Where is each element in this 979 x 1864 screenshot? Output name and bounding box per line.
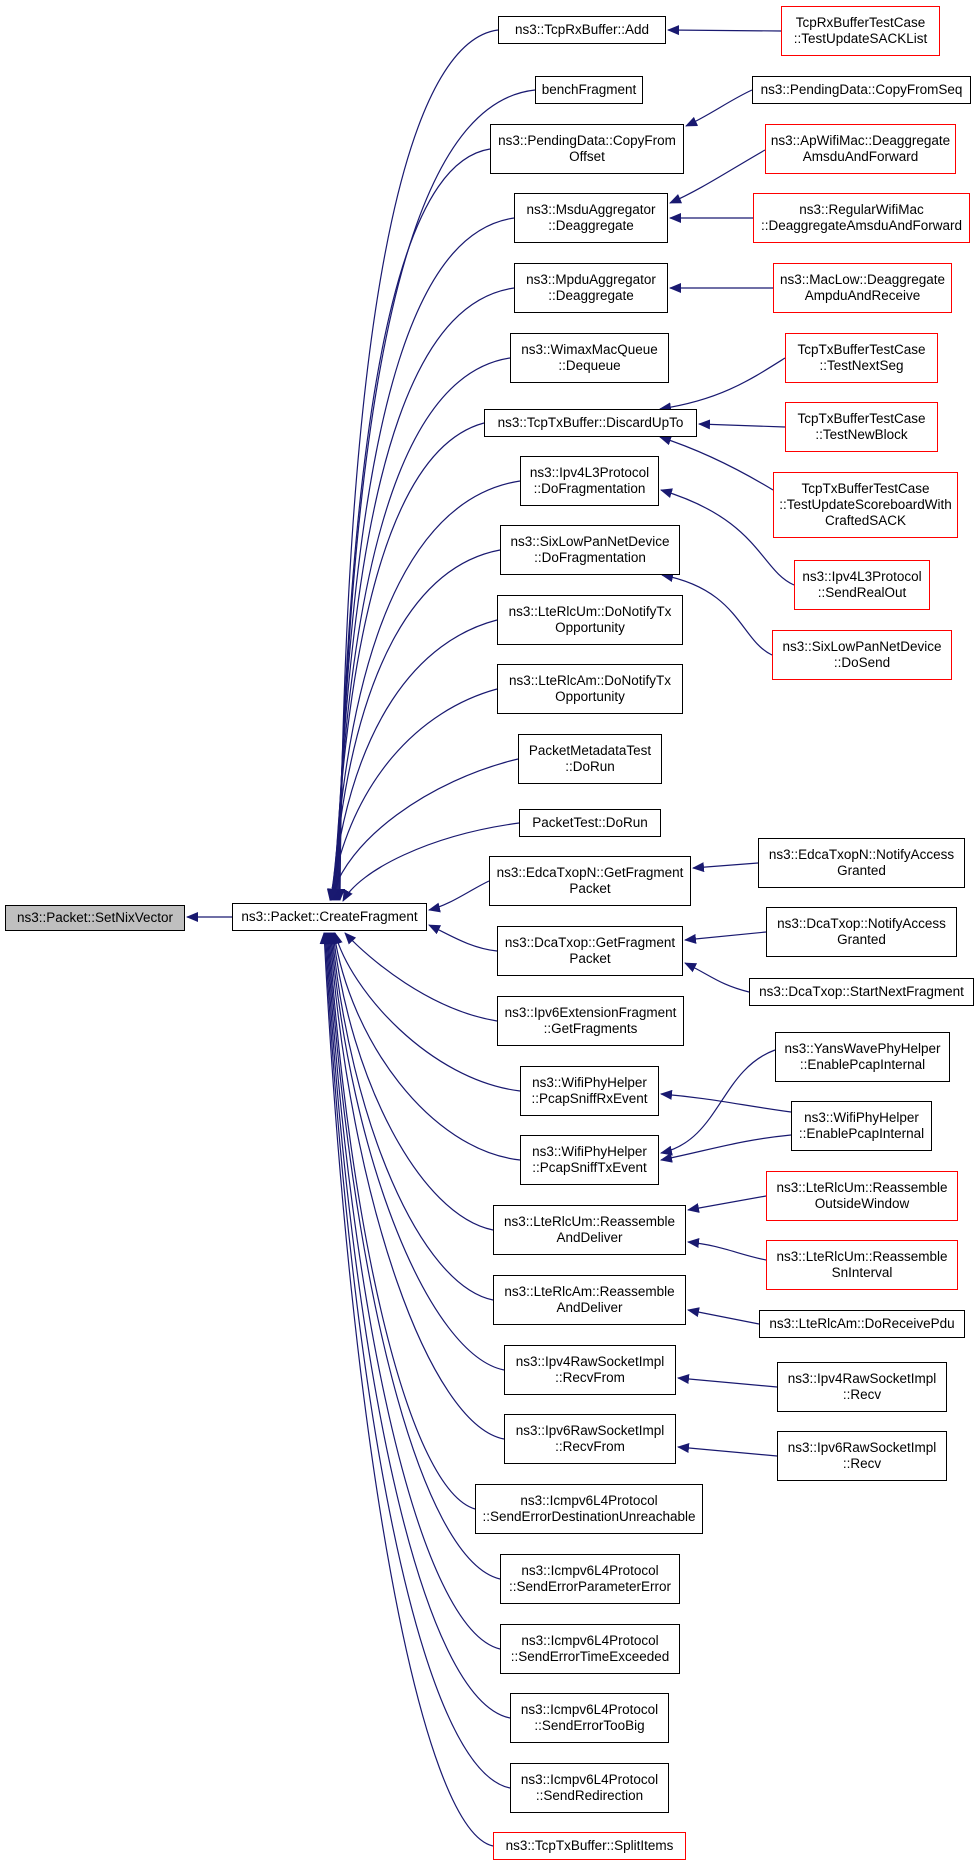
edge-icmptb-to-create (321, 932, 511, 1719)
node-ipv6rawsocketimpl-recv[interactable]: ns3::Ipv6RawSocketImpl ::Recv (777, 1431, 947, 1481)
edge-newblock-to-discard (698, 419, 786, 430)
node-tcptxbuffertestcase-testnextseg[interactable]: TcpTxBufferTestCase ::TestNextSeg (785, 333, 938, 383)
edge-receivepdu-to-amreass (687, 1307, 760, 1325)
edge-pdcfo-to-create (333, 148, 491, 901)
node-icmpv6l4protocol-senderrortimeexceeded[interactable]: ns3::Icmpv6L4Protocol ::SendErrorTimeExc… (500, 1624, 680, 1674)
node-lterlcum-reassemblesninterval[interactable]: ns3::LteRlcUm::Reassemble SnInterval (766, 1240, 958, 1290)
node-dcatxop-getfragmentpacket[interactable]: ns3::DcaTxop::GetFragment Packet (497, 926, 683, 976)
node-pendingdata-copyfromseq[interactable]: ns3::PendingData::CopyFromSeq (752, 76, 971, 104)
edge-ipv4raw-to-create (326, 932, 505, 1371)
edge-wifien-to-wifirx (660, 1089, 792, 1113)
node-pendingdata-copyfromoffset[interactable]: ns3::PendingData::CopyFrom Offset (490, 124, 684, 174)
node-lterlcam-doreceivepdu[interactable]: ns3::LteRlcAm::DoReceivePdu (759, 1310, 965, 1338)
edge-rlcum-to-create (327, 619, 498, 901)
node-sixlowpannetdevice-dosend[interactable]: ns3::SixLowPanNetDevice ::DoSend (772, 630, 952, 680)
edge-icmpdu-to-create (324, 932, 476, 1510)
node-lterlcam-reassembleanddeliver[interactable]: ns3::LteRlcAm::Reassemble AndDeliver (493, 1275, 686, 1325)
node-dcatxop-startnextfragment[interactable]: ns3::DcaTxop::StartNextFragment (749, 978, 974, 1006)
edge-icmppe-to-create (323, 932, 501, 1580)
node-edcatxopn-getfragmentpacket[interactable]: ns3::EdcaTxopN::GetFragment Packet (489, 856, 691, 906)
node-wifiphyhelper-enablepcapinternal[interactable]: ns3::WifiPhyHelper ::EnablePcapInternal (791, 1101, 932, 1151)
node-wifiphyhelper-pcapsnifftxevent[interactable]: ns3::WifiPhyHelper ::PcapSniffTxEvent (520, 1135, 659, 1185)
edge-rlcam-to-create (326, 688, 498, 901)
node-tcprxbuffer-add[interactable]: ns3::TcpRxBuffer::Add (498, 16, 666, 44)
node-createfragment[interactable]: ns3::Packet::CreateFragment (232, 903, 427, 931)
node-edcatxopn-notifyaccessgranted[interactable]: ns3::EdcaTxopN::NotifyAccess Granted (758, 838, 965, 888)
node-setnixvector: ns3::Packet::SetNixVector (5, 905, 185, 931)
edge-dosend-to-sixfrag (661, 572, 773, 656)
edge-msdu-to-create (332, 217, 515, 901)
node-tcprxbuffertestcase-testupdatesacklist[interactable]: TcpRxBufferTestCase ::TestUpdateSACKList (781, 6, 940, 56)
edge-mpdu-to-create (331, 287, 515, 901)
edge-scoreboard-to-discard (659, 435, 774, 491)
node-sixlowpannetdevice-dofragmentation[interactable]: ns3::SixLowPanNetDevice ::DoFragmentatio… (500, 525, 680, 575)
node-lterlcum-reassembleanddeliver[interactable]: ns3::LteRlcUm::Reassemble AndDeliver (493, 1205, 686, 1255)
node-packettest-dorun[interactable]: PacketTest::DoRun (519, 809, 661, 837)
edge-dcagf-to-create (428, 924, 498, 952)
node-benchfragment[interactable]: benchFragment (535, 76, 643, 104)
edge-ipv4recv-to-ipv4raw (677, 1374, 778, 1388)
edge-icmpte-to-create (322, 932, 501, 1650)
node-icmpv6l4protocol-senderrorparametererror[interactable]: ns3::Icmpv6L4Protocol ::SendErrorParamet… (500, 1554, 680, 1604)
node-ipv4l3protocol-sendrealout[interactable]: ns3::Ipv4L3Protocol ::SendRealOut (794, 560, 930, 610)
node-tcptxbuffer-splititems[interactable]: ns3::TcpTxBuffer::SplitItems (493, 1832, 686, 1860)
edge-sixfrag-to-create (327, 549, 501, 901)
edge-wifitx-to-create (330, 932, 521, 1161)
edge-ipv6recv-to-ipv6raw (677, 1443, 778, 1457)
node-dcatxop-notifyaccessgranted[interactable]: ns3::DcaTxop::NotifyAccess Granted (766, 907, 957, 957)
edge-umreass-to-create (329, 932, 494, 1231)
edge-edcagf-to-create (428, 880, 490, 913)
node-apwifimac-deaggregateamsduandforward[interactable]: ns3::ApWifiMac::Deaggregate AmsduAndForw… (765, 124, 956, 174)
edge-amreass-to-create (328, 932, 494, 1301)
edge-apwifi-to-msdu (669, 149, 766, 204)
edge-sack-to-rxadd (667, 25, 782, 36)
edge-dcana-to-dcagf (684, 931, 767, 944)
edge-pmtest-to-create (328, 758, 519, 901)
edge-nextseg-to-discard (659, 357, 786, 413)
node-icmpv6l4protocol-sendredirection[interactable]: ns3::Icmpv6L4Protocol ::SendRedirection (510, 1763, 669, 1813)
node-mpduaggregator-deaggregate[interactable]: ns3::MpduAggregator ::Deaggregate (514, 263, 668, 313)
edge-wimax-to-create (330, 357, 511, 901)
edge-ipv4frag-to-create (328, 480, 521, 901)
node-ipv6extensionfragment-getfragments[interactable]: ns3::Ipv6ExtensionFragment ::GetFragment… (497, 996, 684, 1046)
node-lterlcum-reassembleoutsidewindow[interactable]: ns3::LteRlcUm::Reassemble OutsideWindow (766, 1171, 958, 1221)
edge-wifien-to-wifitx (660, 1134, 792, 1163)
node-lterlcum-donotifytxopportunity[interactable]: ns3::LteRlcUm::DoNotifyTx Opportunity (497, 595, 683, 645)
edge-edcana-to-edcagf (692, 862, 759, 873)
node-ipv6rawsocketimpl-recvfrom[interactable]: ns3::Ipv6RawSocketImpl ::RecvFrom (504, 1414, 676, 1464)
node-packetmetadatatest-dorun[interactable]: PacketMetadataTest ::DoRun (518, 734, 662, 784)
node-wifiphyhelper-pcapsniffrxevent[interactable]: ns3::WifiPhyHelper ::PcapSniffRxEvent (520, 1066, 659, 1116)
edge-wifirx-to-create (332, 932, 521, 1092)
edge-rxadd-to-create (335, 29, 499, 901)
node-ipv4rawsocketimpl-recv[interactable]: ns3::Ipv4RawSocketImpl ::Recv (777, 1362, 947, 1412)
node-ipv4rawsocketimpl-recvfrom[interactable]: ns3::Ipv4RawSocketImpl ::RecvFrom (504, 1345, 676, 1395)
node-wimaxmacqueue-dequeue[interactable]: ns3::WimaxMacQueue ::Dequeue (510, 333, 669, 383)
edge-ipv6ef-to-create (344, 932, 498, 1022)
node-tcptxbuffer-discardupto[interactable]: ns3::TcpTxBuffer::DiscardUpTo (484, 409, 697, 437)
node-ipv4l3protocol-dofragmentation[interactable]: ns3::Ipv4L3Protocol ::DoFragmentation (520, 456, 659, 506)
edge-ptest-to-create (342, 822, 520, 902)
edge-yans-to-wifitx (660, 1049, 776, 1156)
node-maclow-deaggregateampduandreceive[interactable]: ns3::MacLow::Deaggregate AmpduAndReceive (773, 263, 952, 313)
node-tcptxbuffertestcase-testnewblock[interactable]: TcpTxBufferTestCase ::TestNewBlock (785, 402, 938, 452)
node-msduaggregator-deaggregate[interactable]: ns3::MsduAggregator ::Deaggregate (514, 193, 668, 243)
edge-startnext-to-dcagf (684, 962, 750, 993)
edge-pdcfs-to-pdcfo (685, 89, 753, 127)
edge-icmpred-to-create (320, 932, 511, 1789)
edge-sninterval-to-umreass (687, 1238, 767, 1261)
node-icmpv6l4protocol-senderrordestinationunreachable[interactable]: ns3::Icmpv6L4Protocol ::SendErrorDestina… (475, 1484, 703, 1534)
node-yanswavephyhelper-enablepcapinternal[interactable]: ns3::YansWavePhyHelper ::EnablePcapInter… (775, 1032, 950, 1082)
edge-discard-to-create (329, 422, 485, 901)
edge-split-to-create (319, 932, 494, 1847)
node-tcptxbuffertestcase-testupdatescoreboardwithcraftedsack[interactable]: TcpTxBufferTestCase ::TestUpdateScoreboa… (773, 472, 958, 538)
edge-outside-to-umreass (687, 1195, 767, 1213)
node-icmpv6l4protocol-senderrortoobig[interactable]: ns3::Icmpv6L4Protocol ::SendErrorTooBig (510, 1693, 669, 1743)
edge-ipv6raw-to-create (325, 932, 505, 1440)
node-regularwifimac-deaggregateamsduandforward[interactable]: ns3::RegularWifiMac ::DeaggregateAmsduAn… (753, 193, 970, 243)
edge-sendreal-to-ipv4frag (660, 488, 795, 586)
node-lterlcam-donotifytxopportunity[interactable]: ns3::LteRlcAm::DoNotifyTx Opportunity (497, 664, 683, 714)
